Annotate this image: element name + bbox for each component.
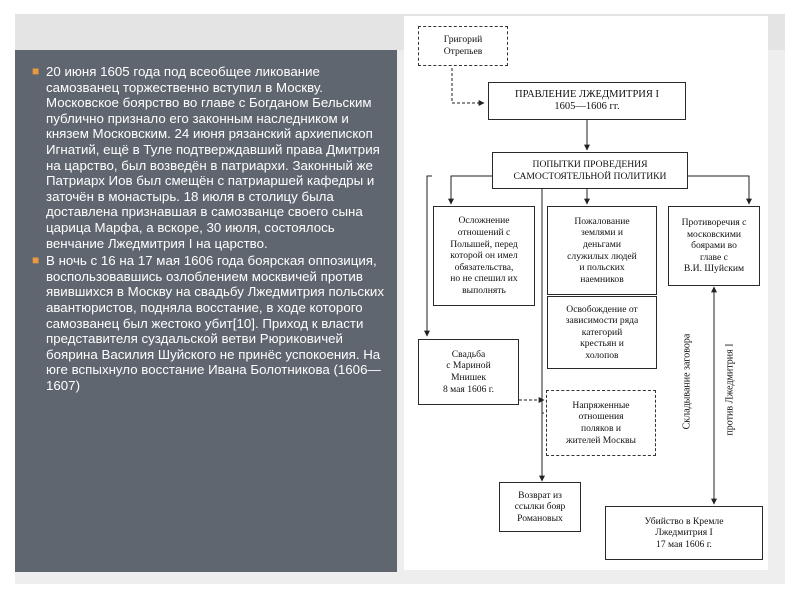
murder-line-1: Убийство в Кремле (644, 515, 724, 527)
connector-policy-poland (448, 175, 492, 205)
tense-line-2: отношения (578, 411, 624, 423)
title-line-1: ПРАВЛЕНИЕ ЛЖЕДМИТРИЯ I (515, 89, 659, 101)
murder-line-3: 17 мая 1606 г. (656, 538, 712, 550)
poland-line-2: отношений с (457, 227, 511, 239)
diagram-panel: Григорий Отрепьев ПРАВЛЕНИЕ ЛЖЕДМИТРИЯ I… (404, 16, 768, 570)
connector-otrepyev-title (451, 68, 485, 106)
return-line-2: ссылки бояр (514, 501, 566, 513)
connector-policy-contradictions (688, 175, 752, 205)
poland-line-3: Полышей, перед (450, 238, 518, 250)
paragraph-1-text: 20 июня 1605 года под всеобщее ликование… (46, 64, 380, 251)
return-line-1: Возврат из (518, 489, 562, 501)
poland-line-5: обязательства, (454, 261, 514, 273)
title-line-2: 1605—1606 гг. (554, 101, 620, 112)
paragraph-2: ■ В ночь с 16 на 17 мая 1606 года боярска… (32, 253, 390, 393)
grants-line-5: и польских (579, 262, 625, 274)
grants-line-3: деньгами (582, 238, 622, 250)
paragraph-2-text: В ночь с 16 на 17 мая 1606 года боярская… (46, 253, 384, 393)
grants-box: Пожалование землями и деньгами служилых … (547, 206, 657, 295)
release-box: Освобождение от зависимости ряда категор… (547, 296, 657, 369)
text-content: ■ 20 июня 1605 года под всеобщее ликовани… (32, 64, 390, 395)
release-line-4: крестьян и (580, 338, 624, 350)
poland-line-7: выполнять (462, 284, 506, 296)
wedding-line-2: с Мариной (446, 360, 491, 372)
wedding-line-1: Свадьба (451, 348, 486, 360)
wedding-box: Свадьба с Мариной Мнишек 8 мая 1606 г. (418, 339, 519, 405)
tense-relations-box: Напряженные отношения поляков и жителей … (546, 390, 656, 456)
release-line-1: Освобождение от (566, 303, 638, 315)
return-box: Возврат из ссылки бояр Романовых (499, 482, 581, 532)
contradictions-line-4: главе с (700, 251, 728, 263)
poland-line-6: но не спешил их (450, 273, 518, 285)
policy-line-1: ПОПЫТКИ ПРОВЕДЕНИЯ (532, 158, 648, 170)
contradictions-line-2: московскими (686, 228, 742, 240)
otrepyev-box: Григорий Отрепьев (418, 26, 508, 66)
grants-line-6: наемников (580, 273, 624, 285)
connector-policy-wedding (424, 175, 432, 337)
paragraph-1: ■ 20 июня 1605 года под всеобщее ликовани… (32, 64, 390, 251)
return-line-3: Романовых (517, 512, 563, 524)
text-panel (15, 50, 397, 572)
release-line-5: холопов (585, 349, 619, 361)
otrepyev-line-2: Отрепьев (443, 46, 483, 57)
grants-line-1: Пожалование (574, 215, 630, 227)
murder-box: Убийство в Кремле Лжедмитрия I 17 мая 16… (605, 506, 763, 560)
side-label-against: против Лжедмитрия I (724, 343, 736, 436)
contradictions-box: Противоречия с московскими боярами во гл… (668, 206, 760, 286)
grants-line-2: землями и (580, 227, 624, 239)
release-line-3: категорий (581, 326, 623, 338)
policy-box: ПОПЫТКИ ПРОВЕДЕНИЯ САМОСТОЯТЕЛЬНОЙ ПОЛИТ… (492, 152, 688, 189)
contradictions-line-1: Противоречия с (681, 217, 747, 229)
diagram-connectors (424, 68, 752, 505)
title-box: ПРАВЛЕНИЕ ЛЖЕДМИТРИЯ I 1605—1606 гг. (488, 82, 686, 120)
poland-line-4: которой он имел (450, 250, 518, 262)
murder-line-2: Лжедмитрия I (655, 527, 713, 539)
release-line-2: зависимости ряда (565, 315, 639, 327)
bullet-icon: ■ (32, 253, 40, 268)
tense-line-1: Напряженные (572, 399, 630, 411)
tense-line-3: поляков и (580, 423, 622, 434)
side-label-conspiracy: Складывание заговора (681, 333, 693, 430)
wedding-line-4: 8 мая 1606 г. (442, 383, 495, 395)
poland-box: Осложнение отношений с Полышей, перед ко… (433, 206, 535, 306)
policy-line-2: САМОСТОЯТЕЛЬНОЙ ПОЛИТИКИ (513, 170, 667, 182)
bullet-icon: ■ (32, 64, 40, 78)
contradictions-line-3: боярами во (691, 240, 737, 252)
grants-line-4: служилых людей (567, 250, 637, 262)
wedding-line-3: Мнишек (450, 372, 487, 383)
tense-line-4: жителей Москвы (565, 434, 636, 446)
poland-line-1: Осложнение (458, 215, 510, 227)
otrepyev-line-1: Григорий (443, 34, 483, 46)
contradictions-line-5: В.И. Шуйским (683, 263, 745, 275)
